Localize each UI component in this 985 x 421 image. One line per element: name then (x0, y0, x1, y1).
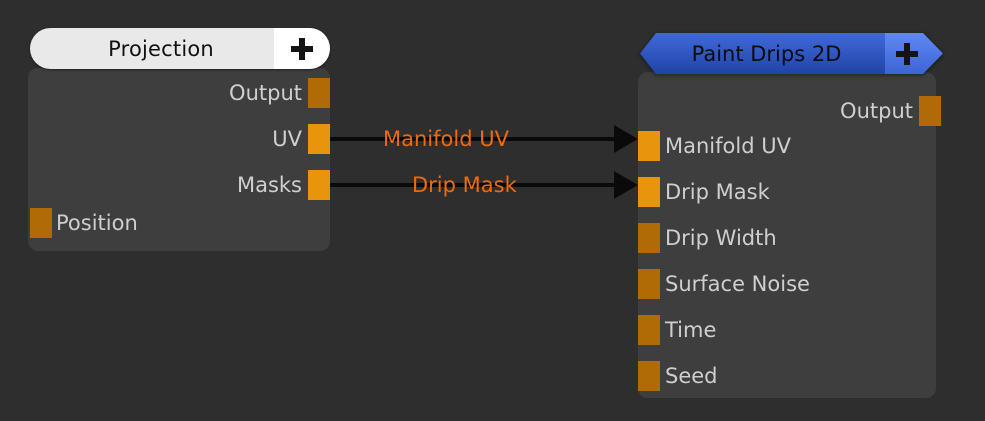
port-label-projection-masks: Masks (236, 173, 302, 197)
port-label-paint-manifold-uv: Manifold UV (665, 134, 791, 158)
port-label-paint-time: Time (665, 318, 717, 342)
port-label-paint-drip-mask: Drip Mask (665, 180, 770, 204)
port-projection-uv[interactable] (308, 124, 330, 154)
node-projection-title: Projection (108, 36, 214, 61)
port-projection-output[interactable] (308, 78, 330, 108)
port-paint-output[interactable] (919, 96, 941, 126)
edge-line-manifold-uv[interactable] (330, 137, 620, 141)
port-label-projection-output: Output (229, 81, 302, 105)
port-label-paint-surface-noise: Surface Noise (665, 272, 810, 296)
port-paint-seed[interactable] (638, 361, 660, 391)
node-paint-drips-2d-title: Paint Drips 2D (640, 33, 885, 74)
edge-label-manifold-uv[interactable]: Manifold UV (383, 127, 509, 151)
port-projection-masks[interactable] (308, 170, 330, 200)
port-paint-surface-noise[interactable] (638, 269, 660, 299)
port-paint-manifold-uv[interactable] (638, 131, 660, 161)
port-label-projection-position: Position (56, 211, 138, 235)
plus-icon (896, 43, 918, 65)
node-projection[interactable] (28, 68, 330, 251)
edge-line-drip-mask[interactable] (330, 183, 620, 187)
node-paint-drips-2d-add-button[interactable] (885, 33, 943, 74)
edge-arrow-manifold-uv (614, 125, 638, 153)
port-paint-drip-width[interactable] (638, 223, 660, 253)
node-paint-drips-2d[interactable] (638, 72, 936, 398)
node-projection-add-button[interactable] (274, 28, 330, 69)
node-paint-drips-2d-header[interactable]: Paint Drips 2D (640, 33, 943, 74)
port-label-paint-output: Output (840, 99, 913, 123)
plus-icon (291, 37, 313, 60)
port-projection-position[interactable] (30, 208, 52, 238)
port-paint-drip-mask[interactable] (638, 177, 660, 207)
port-label-projection-uv: UV (272, 127, 302, 151)
edge-arrow-drip-mask (614, 171, 638, 199)
port-label-paint-seed: Seed (665, 364, 718, 388)
edge-label-drip-mask[interactable]: Drip Mask (412, 173, 517, 197)
port-label-paint-drip-width: Drip Width (665, 226, 777, 250)
node-projection-header[interactable]: Projection (30, 28, 330, 69)
port-paint-time[interactable] (638, 315, 660, 345)
